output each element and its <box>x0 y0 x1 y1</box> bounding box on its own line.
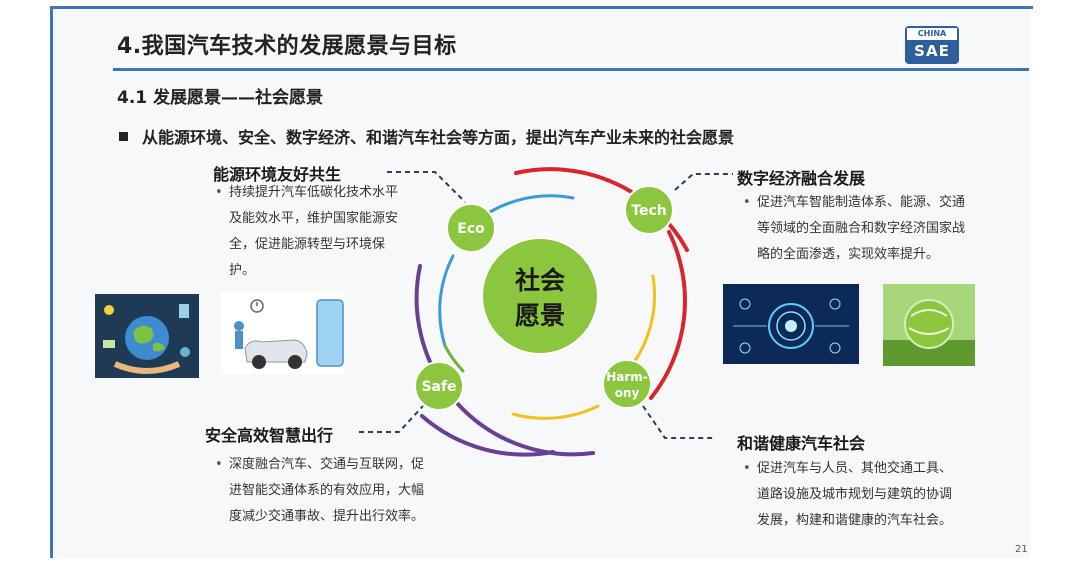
ev-charging-illustration <box>221 292 345 374</box>
digital-body: • 促进汽车智能制造体系、能源、交通 等领域的全面融合和数字经济国家战 略的全面… <box>743 190 997 268</box>
center-line1: 社会 <box>515 266 565 295</box>
bullet-dot-icon: • <box>215 185 223 200</box>
logo-top-text: CHINA <box>907 28 957 40</box>
center-circle <box>481 237 599 355</box>
center-line2: 愿景 <box>515 301 565 330</box>
safe-node <box>414 361 464 411</box>
slide-title: 4.我国汽车技术的发展愿景与目标 <box>117 34 457 59</box>
safety-line: 深度融合汽车、交通与互联网，促 <box>229 457 425 472</box>
energy-line: 护。 <box>229 263 256 278</box>
china-sae-logo: CHINA SAE <box>905 26 959 64</box>
safety-body: • 深度融合汽车、交通与互联网，促 进智能交通体系的有效应用，大幅 度减少交通事… <box>215 452 449 530</box>
harmony-label-line1: Harm- <box>606 370 648 384</box>
inner-arc-green <box>443 344 465 373</box>
bullet-dot-icon: • <box>743 461 751 476</box>
inner-arc-blue <box>471 194 575 226</box>
tech-label: Tech <box>631 203 666 219</box>
harmony-body: • 促进汽车与人员、其他交通工具、 道路设施及城市规划与建筑的协调 发展，构建和… <box>743 456 987 534</box>
page-number: 21 <box>1015 544 1028 555</box>
square-bullet-icon <box>119 132 128 141</box>
digital-line: 促进汽车智能制造体系、能源、交通 <box>757 195 966 210</box>
energy-line: 持续提升汽车低碳化技术水平 <box>229 185 399 200</box>
inner-arc-yellow-low <box>511 404 600 420</box>
energy-title: 能源环境友好共生 <box>213 165 342 184</box>
bullet-dot-icon: • <box>743 195 751 210</box>
connector-digital <box>674 173 733 191</box>
digital-tech-illustration <box>723 284 859 364</box>
outer-arc-red <box>514 167 689 252</box>
harmony-node <box>602 359 652 409</box>
slide-subtitle: 4.1 发展愿景——社会愿景 <box>117 88 324 108</box>
harmony-line: 促进汽车与人员、其他交通工具、 <box>757 461 953 476</box>
safety-line: 度减少交通事故、提升出行效率。 <box>229 509 425 524</box>
outer-arc-purple <box>414 264 595 457</box>
harmony-line: 道路设施及城市规划与建筑的协调 <box>757 487 953 502</box>
green-earth-illustration <box>883 284 975 366</box>
safety-title: 安全高效智慧出行 <box>205 426 334 445</box>
outer-arc-purple-low <box>420 414 555 457</box>
digital-line: 等领域的全面融合和数字经济国家战 <box>757 221 966 236</box>
logo-bottom-text: SAE <box>914 42 950 60</box>
connector-safety <box>359 405 424 433</box>
outer-arc-red-right <box>649 230 687 400</box>
inner-arc-yellow <box>611 274 657 388</box>
energy-line: 全，促进能源转型与环境保 <box>229 237 386 252</box>
main-bullet: 从能源环境、安全、数字经济、和谐汽车社会等方面，提出汽车产业未来的社会愿景 <box>119 124 734 148</box>
title-rule <box>113 68 1029 71</box>
safe-label: Safe <box>421 379 456 395</box>
energy-line: 及能效水平，维护国家能源安 <box>229 211 399 226</box>
eco-label: Eco <box>457 221 485 237</box>
harmony-line: 发展，构建和谐健康的汽车社会。 <box>757 513 953 528</box>
top-rule <box>53 6 1033 9</box>
harmony-title: 和谐健康汽车社会 <box>737 434 866 453</box>
energy-body: • 持续提升汽车低碳化技术水平 及能效水平，维护国家能源安 全，促进能源转型与环… <box>215 180 419 284</box>
safety-line: 进智能交通体系的有效应用，大幅 <box>229 483 425 498</box>
tech-node <box>624 185 674 235</box>
bullet-dot-icon: • <box>215 457 223 472</box>
harmony-label-line2: ony <box>615 386 640 400</box>
eco-node <box>446 203 496 253</box>
main-bullet-text: 从能源环境、安全、数字经济、和谐汽车社会等方面，提出汽车产业未来的社会愿景 <box>142 128 735 147</box>
digital-line: 略的全面渗透，实现效率提升。 <box>757 247 940 262</box>
environment-illustration <box>95 294 199 378</box>
digital-title: 数字经济融合发展 <box>737 169 866 188</box>
slide: 4.我国汽车技术的发展愿景与目标 CHINA SAE 4.1 发展愿景——社会愿… <box>50 6 1033 558</box>
connector-harmony <box>642 405 713 439</box>
inner-arc-blue-left <box>438 254 455 348</box>
